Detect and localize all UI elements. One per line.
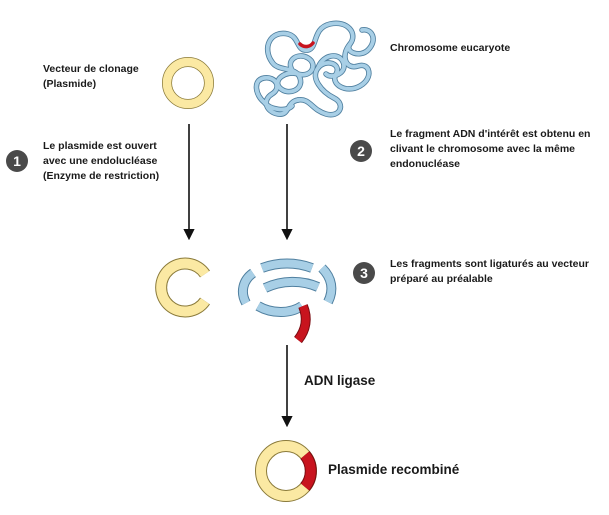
chromosome-label: Chromosome eucaryote bbox=[390, 42, 511, 54]
chromosome-tangle bbox=[253, 20, 376, 118]
vector-label: Vecteur de clonage (Plasmide) bbox=[43, 63, 139, 90]
step-2-badge: 2 bbox=[350, 140, 372, 162]
insert-fragment bbox=[293, 304, 311, 344]
step-1-badge: 1 bbox=[6, 150, 28, 172]
recombinant-plasmid bbox=[255, 440, 317, 502]
step-2-text: Le fragment ADN d'intérêt est obtenu en … bbox=[390, 128, 591, 170]
ligase-label: ADN ligase bbox=[304, 373, 376, 388]
step-3-text: Les fragments sont ligaturés au vecteur … bbox=[390, 258, 589, 285]
step-3-badge: 3 bbox=[353, 262, 375, 284]
step-1-text: Le plasmide est ouvert avec une endolucl… bbox=[43, 140, 160, 182]
plasmid-ring bbox=[162, 57, 214, 109]
dna-fragments bbox=[237, 258, 337, 317]
recombinant-label: Plasmide recombiné bbox=[328, 462, 460, 477]
opened-plasmid bbox=[155, 257, 210, 318]
